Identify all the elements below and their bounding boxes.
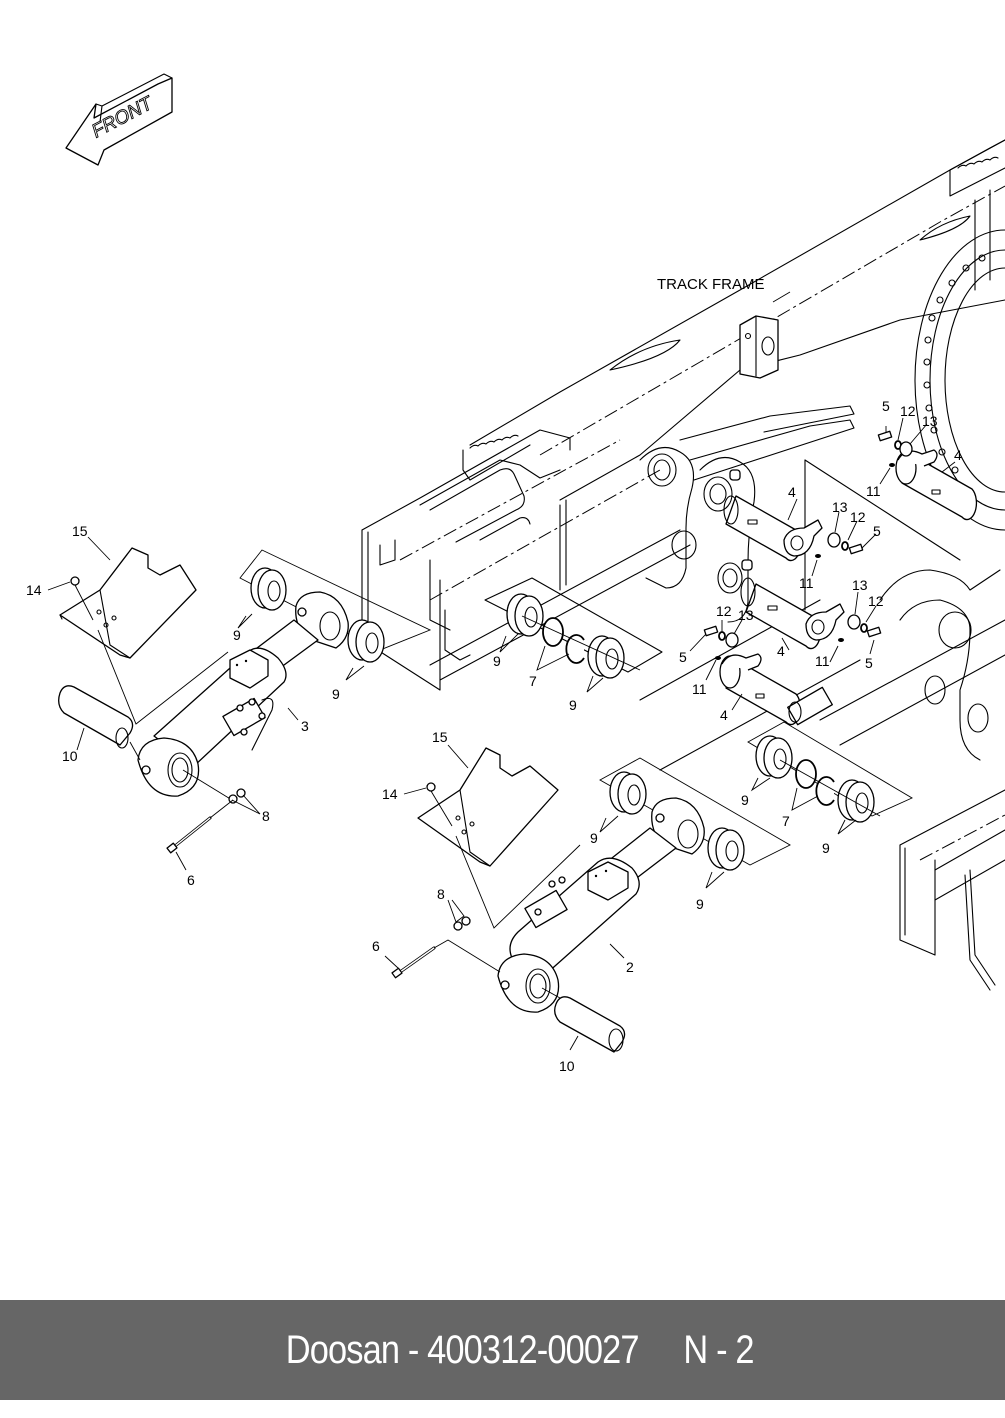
seal-ring-9 <box>506 593 544 637</box>
track-frame-leader <box>772 291 791 303</box>
washer-13 <box>827 532 841 548</box>
catalog-footer-banner: Doosan - 400312-00027 N - 2 <box>0 1300 1005 1400</box>
front-direction-arrow-icon: FRONT <box>65 73 173 166</box>
callout-8: 8 <box>437 886 445 902</box>
o-ring-7 <box>795 759 817 789</box>
callout-15: 15 <box>72 523 88 539</box>
callout-9: 9 <box>741 792 749 808</box>
callout-11: 11 <box>815 653 830 669</box>
callout-10: 10 <box>559 1058 575 1074</box>
o-ring-7 <box>542 617 564 647</box>
callout-9: 9 <box>696 896 704 912</box>
callout-9: 9 <box>590 830 598 846</box>
backup-ring-7 <box>565 634 585 664</box>
callout-11: 11 <box>692 681 707 697</box>
pin-assembly-upper-right: 5 12 13 11 4 <box>866 398 978 521</box>
grease-fitting-11 <box>838 638 844 642</box>
seal-ring-9 <box>609 771 647 815</box>
callout-12: 12 <box>850 509 866 525</box>
callout-10: 10 <box>62 748 78 764</box>
bolt-5 <box>848 543 864 555</box>
callout-15: 15 <box>432 729 448 745</box>
exploded-parts-drawing: FRONT TRACK FRAME <box>26 73 1005 1074</box>
footer-page-reference: N - 2 <box>683 1327 755 1372</box>
callout-5: 5 <box>679 649 687 665</box>
callout-12: 12 <box>868 593 884 609</box>
callout-11: 11 <box>866 483 881 499</box>
seal-ring-9 <box>755 735 793 779</box>
seal-ring-9 <box>707 827 745 871</box>
callout-6: 6 <box>372 938 380 954</box>
bolt-5 <box>703 625 719 637</box>
callout-14: 14 <box>26 582 42 598</box>
callout-13: 13 <box>738 607 754 623</box>
grease-fitting-11 <box>715 656 721 660</box>
callout-5: 5 <box>873 523 881 539</box>
washer-13 <box>899 441 913 457</box>
nut-8 <box>453 921 463 931</box>
guard-plate-15 <box>417 747 559 867</box>
callout-8: 8 <box>262 808 270 824</box>
lock-washer-12 <box>718 631 726 641</box>
grease-fitting-11 <box>889 463 895 467</box>
callout-5: 5 <box>865 655 873 671</box>
callout-3: 3 <box>301 718 309 734</box>
slewing-ring-bolt-holes <box>923 254 986 474</box>
callout-14: 14 <box>382 786 398 802</box>
callout-9: 9 <box>569 697 577 713</box>
callout-13: 13 <box>922 413 938 429</box>
callout-9: 9 <box>822 840 830 856</box>
callout-9: 9 <box>233 627 241 643</box>
callout-7: 7 <box>529 673 537 689</box>
lock-washer-12 <box>841 541 849 551</box>
callout-4: 4 <box>720 707 728 723</box>
right-seal-group: 9 7 9 <box>741 721 913 856</box>
callout-7: 7 <box>782 813 790 829</box>
bolt-6 <box>166 816 212 854</box>
right-cylinder-assembly: 15 14 <box>372 729 791 1074</box>
callout-13: 13 <box>852 577 868 593</box>
seal-ring-9 <box>837 779 875 823</box>
bolt-5 <box>877 430 893 442</box>
lock-washer-12 <box>860 623 868 633</box>
grease-fitting-11 <box>815 554 821 558</box>
track-frame-label: TRACK FRAME <box>657 276 765 293</box>
callout-13: 13 <box>832 499 848 515</box>
seal-ring-9 <box>250 567 287 611</box>
track-frame <box>361 139 1005 991</box>
callout-11: 11 <box>799 575 814 591</box>
bolt-5 <box>866 626 882 638</box>
washer-13 <box>847 614 861 630</box>
pin-assembly-lower-middle: 4 13 12 5 11 <box>740 577 884 671</box>
footer-part-reference: Doosan - 400312-00027 <box>285 1327 640 1372</box>
callout-4: 4 <box>954 447 962 463</box>
pin-assembly-upper-left: 4 13 12 5 11 <box>723 484 881 591</box>
callout-2: 2 <box>626 959 634 975</box>
callout-4: 4 <box>777 643 785 659</box>
guard-plate-15 <box>59 547 197 659</box>
left-cylinder-assembly: 15 14 <box>26 523 432 888</box>
nut-8 <box>461 916 471 926</box>
seal-ring-9 <box>587 635 625 679</box>
backup-ring-7 <box>815 776 835 806</box>
callout-9: 9 <box>332 686 340 702</box>
center-seal-group: 9 7 9 <box>484 577 663 713</box>
pin-assembly-lower-left: 12 13 5 11 4 <box>679 603 833 726</box>
callout-5: 5 <box>882 398 890 414</box>
callout-9: 9 <box>493 653 501 669</box>
callout-12: 12 <box>716 603 732 619</box>
bolt-14 <box>70 576 80 586</box>
bolt-6 <box>391 946 436 979</box>
seal-ring-9 <box>347 619 385 663</box>
callout-12: 12 <box>900 403 916 419</box>
callout-4: 4 <box>788 484 796 500</box>
bolt-14 <box>426 782 436 792</box>
washer-13 <box>725 632 739 648</box>
callout-6: 6 <box>187 872 195 888</box>
